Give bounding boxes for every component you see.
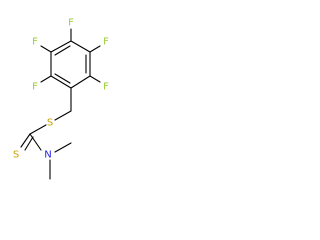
molecule-structure: F F F F F S S N xyxy=(13,18,109,180)
ring-bond-c6-c1 xyxy=(50,40,72,53)
bond-c3-f xyxy=(89,75,101,83)
bond-c-n xyxy=(29,133,42,151)
bond-c5-f xyxy=(40,75,52,83)
sulfur-thioether-label: S xyxy=(47,118,53,129)
benzene-ring xyxy=(50,40,91,89)
bond-c-s-double-a xyxy=(20,133,31,148)
bond-s-c xyxy=(29,124,47,135)
bond-c6-f xyxy=(40,45,52,53)
bond-n-ch3-upper xyxy=(54,142,72,153)
substituent-bonds xyxy=(20,28,101,180)
ring-bond-c6-c1-inner xyxy=(54,45,71,56)
ring-bond-c3-c4 xyxy=(70,75,91,89)
bond-ch2-s xyxy=(54,110,72,121)
bond-c2-f xyxy=(89,45,101,53)
ring-bond-c4-c5-inner xyxy=(54,73,71,84)
fluorine-lower-right-label: F xyxy=(103,82,109,93)
bond-c-s-double-b xyxy=(24,136,34,151)
sulfur-thione-label: S xyxy=(13,150,19,161)
fluorine-top-label: F xyxy=(68,18,74,29)
nitrogen-label: N xyxy=(44,150,51,161)
fluorine-upper-right-label: F xyxy=(103,37,109,48)
fluorine-lower-left-label: F xyxy=(32,82,38,93)
ring-bond-c4-c5 xyxy=(50,75,72,89)
ring-bond-c1-c2 xyxy=(70,40,91,53)
fluorine-upper-left-label: F xyxy=(32,37,38,48)
atom-labels: F F F F F S S N xyxy=(13,18,109,161)
